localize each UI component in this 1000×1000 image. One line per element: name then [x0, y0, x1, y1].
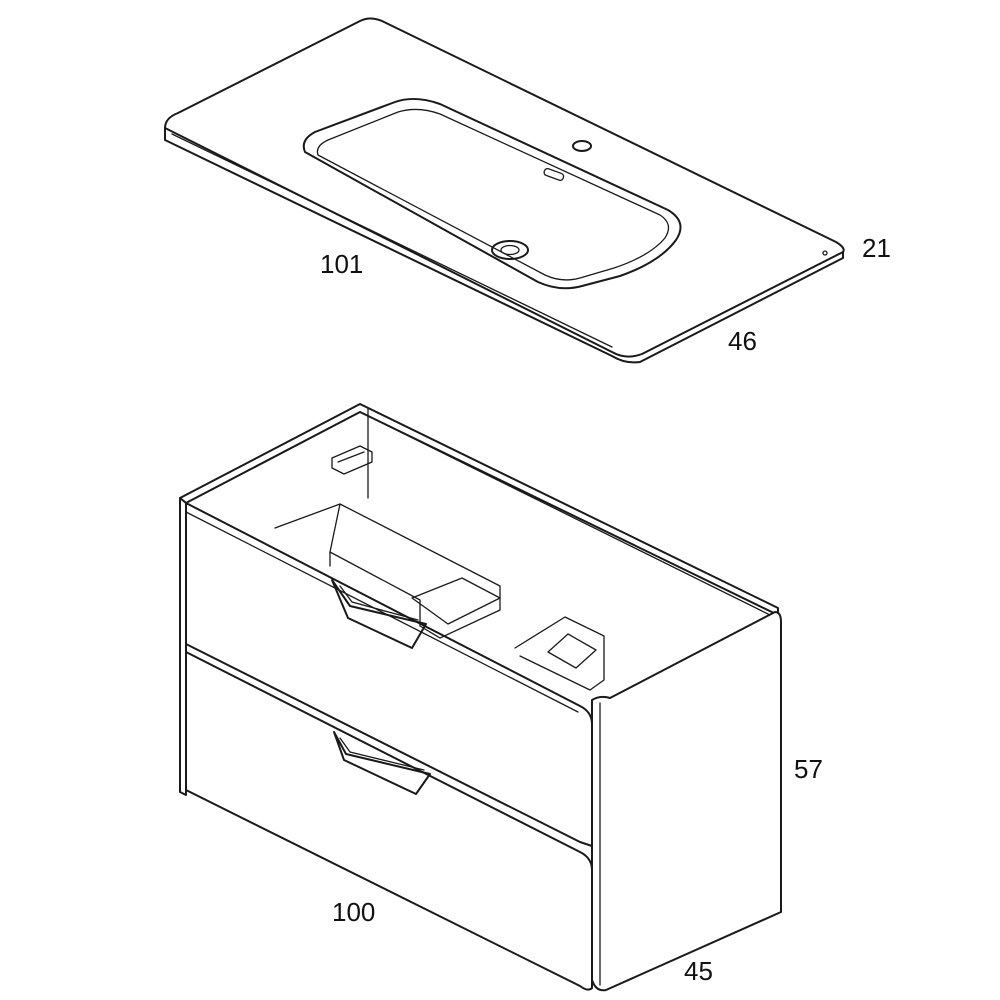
- basin-outer-rim: [302, 98, 682, 290]
- top-drawer-handle: [331, 579, 427, 649]
- bottom-drawer-front: [185, 651, 593, 991]
- vanity-cabinet: [179, 403, 782, 992]
- washbasin-top: [164, 17, 845, 364]
- cabinet-height-label: 57: [794, 754, 823, 784]
- bottom-drawer-handle: [333, 731, 431, 795]
- cabinet-depth-label: 45: [684, 956, 713, 986]
- washbasin-top-surface: [164, 17, 845, 358]
- cabinet-width-label: 100: [332, 897, 375, 927]
- basin-drain: [491, 240, 529, 260]
- cabinet-right-side: [591, 611, 782, 992]
- mounting-bracket-icon: [331, 445, 373, 475]
- washbasin-length-label: 101: [320, 249, 363, 279]
- top-drawer-front: [185, 502, 593, 847]
- basin-inner-bowl: [316, 108, 670, 281]
- cabinet-left-side: [179, 497, 187, 796]
- plumbing-cutout-right: [514, 616, 605, 691]
- dimension-labels: 101 21 46 57 100 45: [320, 233, 891, 986]
- plumbing-cutout-left: [274, 503, 501, 639]
- washbasin-depth-label: 46: [728, 326, 757, 356]
- overflow-slot: [543, 167, 565, 181]
- washbasin-height-label: 21: [862, 233, 891, 263]
- tap-hole: [572, 140, 592, 152]
